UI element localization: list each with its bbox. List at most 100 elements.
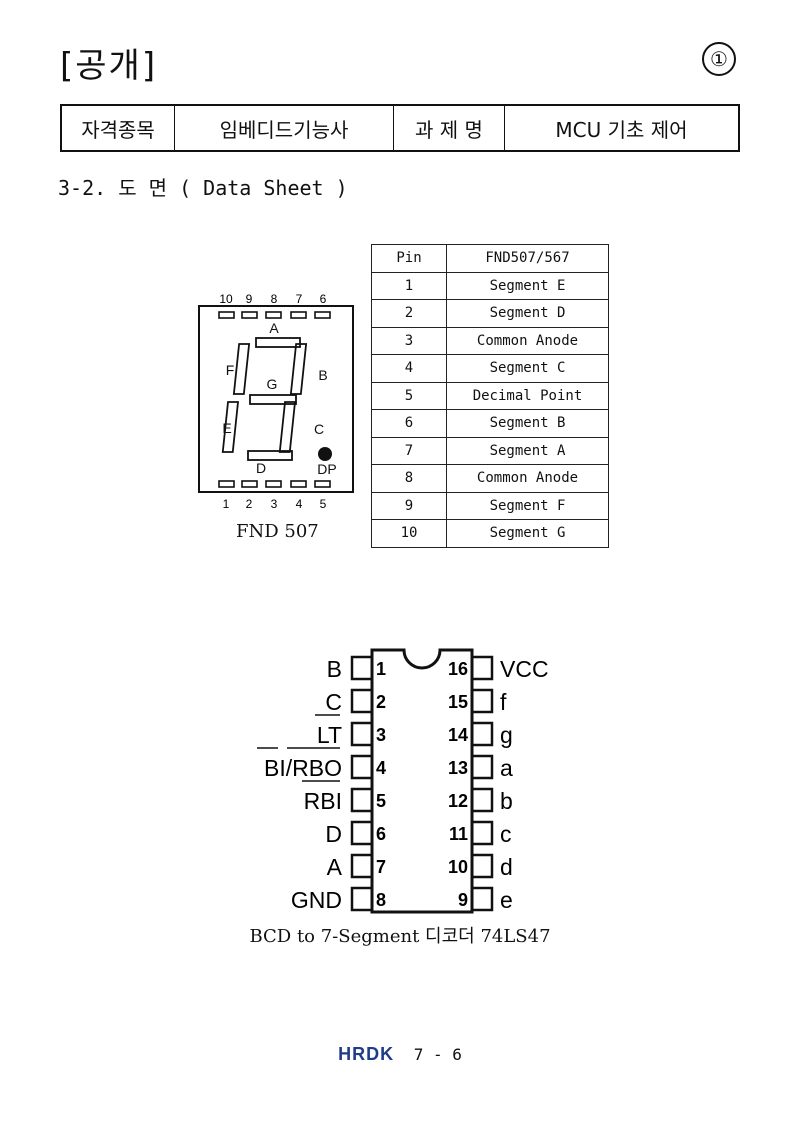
ic-pin-pad xyxy=(350,787,374,813)
ic-pin-pad xyxy=(350,820,374,846)
segment-b xyxy=(289,343,308,395)
segment-label-g: G xyxy=(267,376,278,392)
pin-number: 3 xyxy=(371,326,447,355)
ic-pin-number: 10 xyxy=(448,857,468,877)
pin-number: 10 xyxy=(371,519,447,548)
ic-pin-number: 14 xyxy=(448,725,468,745)
pin-number: 1 xyxy=(371,271,447,300)
ic-pin-number: 12 xyxy=(448,791,468,811)
ic-pin-pad xyxy=(470,886,494,912)
fnd-pin-label: 4 xyxy=(296,497,303,511)
ic-pin-name: e xyxy=(500,887,513,913)
fnd-pin-label: 10 xyxy=(219,292,233,306)
ic-pin-pad xyxy=(470,721,494,747)
document-badge: [공개] xyxy=(60,46,158,86)
ic-pin-name: A xyxy=(327,854,343,880)
pin-number: 4 xyxy=(371,354,447,383)
fnd-pin-label: 5 xyxy=(320,497,327,511)
pin-function: Segment G xyxy=(446,519,609,548)
segment-label-c: C xyxy=(314,421,324,437)
ic-pin-name: b xyxy=(500,788,513,814)
segment-a xyxy=(255,337,301,348)
pin-function: Common Anode xyxy=(446,326,609,355)
ic-pin-number: 16 xyxy=(448,659,468,679)
ic-pin-pad xyxy=(350,853,374,879)
pin-number: 9 xyxy=(371,491,447,520)
ic-pin-pad xyxy=(350,754,374,780)
fnd-body xyxy=(198,305,354,493)
ic-pin-number: 3 xyxy=(376,725,386,745)
ic-pin-name: d xyxy=(500,854,513,880)
pin-number: 6 xyxy=(371,409,447,438)
ic-pin-pad xyxy=(350,655,374,681)
fnd-pin-label: 2 xyxy=(246,497,253,511)
ic-pin-name: RBI xyxy=(304,788,342,814)
ic-pin-name: c xyxy=(500,821,512,847)
ic-pin-pad xyxy=(470,688,494,714)
ic-pin-pad xyxy=(350,688,374,714)
fnd-top-pads xyxy=(218,311,331,319)
pin-function: Segment B xyxy=(446,409,609,438)
pin-number: 2 xyxy=(371,299,447,328)
ic-pin-name: VCC xyxy=(500,656,549,682)
ic-pin-pad xyxy=(470,787,494,813)
ic-pin-pad xyxy=(470,655,494,681)
segment-label-a: A xyxy=(269,320,279,336)
ic-pin-number: 4 xyxy=(376,758,386,778)
ic-pin-name: D xyxy=(325,821,342,847)
ic-pin-name: BI/RBO xyxy=(264,755,342,781)
ic-pin-number: 9 xyxy=(458,890,468,910)
pin-table-header: Pin FND507/567 xyxy=(371,244,609,273)
ic-pin-number: 2 xyxy=(376,692,386,712)
pin-function: Segment C xyxy=(446,354,609,383)
info-label-subject: 자격종목 xyxy=(60,104,175,152)
ic-pin-pad xyxy=(470,853,494,879)
pin-number: 5 xyxy=(371,381,447,410)
segment-dp xyxy=(318,447,332,461)
ic-pin-number: 8 xyxy=(376,890,386,910)
pin-function: Common Anode xyxy=(446,464,609,493)
pin-function: Segment D xyxy=(446,299,609,328)
ic-pin-number: 1 xyxy=(376,659,386,679)
fnd-bottom-pin-labels: 1 2 3 4 5 xyxy=(223,497,327,511)
ic-pin-name: g xyxy=(500,722,513,748)
segment-label-b: B xyxy=(318,367,327,383)
ic-body xyxy=(370,648,474,914)
pin-function: Segment E xyxy=(446,271,609,300)
pin-function: Segment A xyxy=(446,436,609,465)
pin-function: Segment F xyxy=(446,491,609,520)
ic-pin-pad xyxy=(350,721,374,747)
ic-pin-number: 15 xyxy=(448,692,468,712)
ic-pin-number: 7 xyxy=(376,857,386,877)
ic-pin-number: 11 xyxy=(449,824,468,844)
pin-table-header-fnd: FND507/567 xyxy=(446,244,609,273)
segment-label-f: F xyxy=(226,362,235,378)
ic-caption: BCD to 7-Segment 디코더 74LS47 xyxy=(249,926,551,947)
page-mark: ① xyxy=(702,42,736,76)
ic-pin-pad xyxy=(470,754,494,780)
ic-pin-number: 5 xyxy=(376,791,386,811)
info-table: 자격종목 임베디드기능사 과 제 명 MCU 기초 제어 xyxy=(60,104,740,152)
ic-pin-number: 6 xyxy=(376,824,386,844)
ic-pin-name: a xyxy=(500,755,513,781)
segment-f xyxy=(232,343,251,395)
pin-table-header-pin: Pin xyxy=(371,244,447,273)
hrdk-logo: HRDK xyxy=(338,1044,395,1064)
segment-c xyxy=(278,401,297,453)
segment-label-dp: DP xyxy=(317,461,336,477)
info-value-title: MCU 기초 제어 xyxy=(504,104,740,152)
ic-pin-name: f xyxy=(500,689,507,715)
fnd-bottom-pads xyxy=(218,480,331,488)
fnd-pin-label: 9 xyxy=(246,292,253,306)
ic-pin-name: B xyxy=(327,656,342,682)
segment-label-e: E xyxy=(222,420,231,436)
pin-number: 7 xyxy=(371,436,447,465)
